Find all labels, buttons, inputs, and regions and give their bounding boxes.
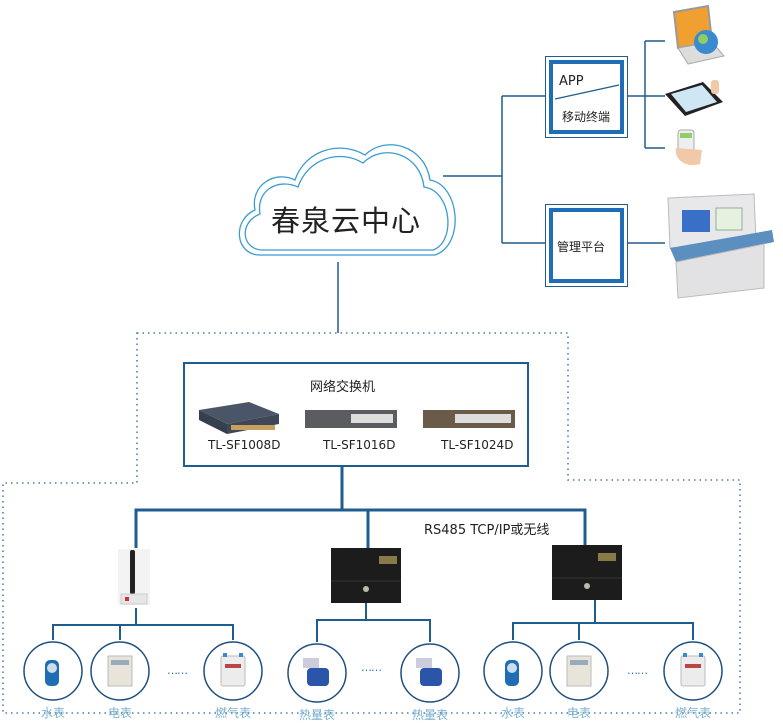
bus-line (134, 508, 587, 548)
meter-label: 水表 (40, 706, 66, 720)
meter-label: 电表 (107, 706, 133, 720)
management-platform-box: 管理平台 (545, 204, 628, 287)
switch-model-label: TL-SF1016D (323, 438, 396, 452)
switch-8port-icon (199, 402, 279, 434)
meter-label: 燃气表 (674, 706, 712, 720)
cloud-icon (238, 144, 456, 256)
cloud-center-label: 春泉云中心 (271, 204, 422, 238)
ellipsis: …… (361, 661, 382, 674)
bus-protocol-label: RS485 TCP/IP或无线 (424, 523, 550, 538)
network-switch-box: 网络交换机 TL-SF1008D TL-SF1016D TL-SF1024D (183, 362, 529, 467)
meter-label: 燃气表 (214, 706, 252, 720)
switch-16port-icon (305, 410, 397, 428)
switch-model-label: TL-SF1008D (208, 438, 281, 452)
ellipsis: …… (627, 664, 648, 677)
heat-meter-icon (400, 643, 460, 703)
network-switch-title: 网络交换机 (310, 380, 376, 395)
laptop-globe-icon (672, 4, 725, 65)
ellipsis: …… (167, 664, 188, 677)
meter-label: 热量表 (298, 708, 336, 722)
tablet-icon (665, 80, 723, 116)
area-manager-icon (552, 545, 622, 600)
electric-meter-icon (549, 641, 609, 701)
gas-meter-icon (663, 641, 723, 701)
mobile-terminal-label: 移动终端 (562, 110, 611, 124)
area-manager-icon (331, 548, 401, 603)
electric-meter-icon (90, 641, 150, 701)
meter-label: 热量表 (411, 708, 449, 722)
meter-label: 水表 (500, 706, 526, 720)
management-platform-label: 管理平台 (557, 240, 606, 254)
water-meter-icon (483, 641, 543, 701)
switch-24port-icon (423, 410, 515, 428)
meter-label: 电表 (566, 706, 592, 720)
wireless-gateway-icon (118, 549, 150, 605)
water-meter-icon (23, 641, 83, 701)
heat-meter-icon (287, 643, 347, 703)
switch-model-label: TL-SF1024D (441, 438, 514, 452)
app-label: APP (559, 74, 584, 89)
smartphone-icon (675, 129, 702, 166)
management-console-icon (667, 193, 774, 299)
app-mobile-terminal-box: APP 移动终端 (545, 56, 628, 138)
gas-meter-icon (203, 641, 263, 701)
dotted-region-border (2, 332, 741, 714)
